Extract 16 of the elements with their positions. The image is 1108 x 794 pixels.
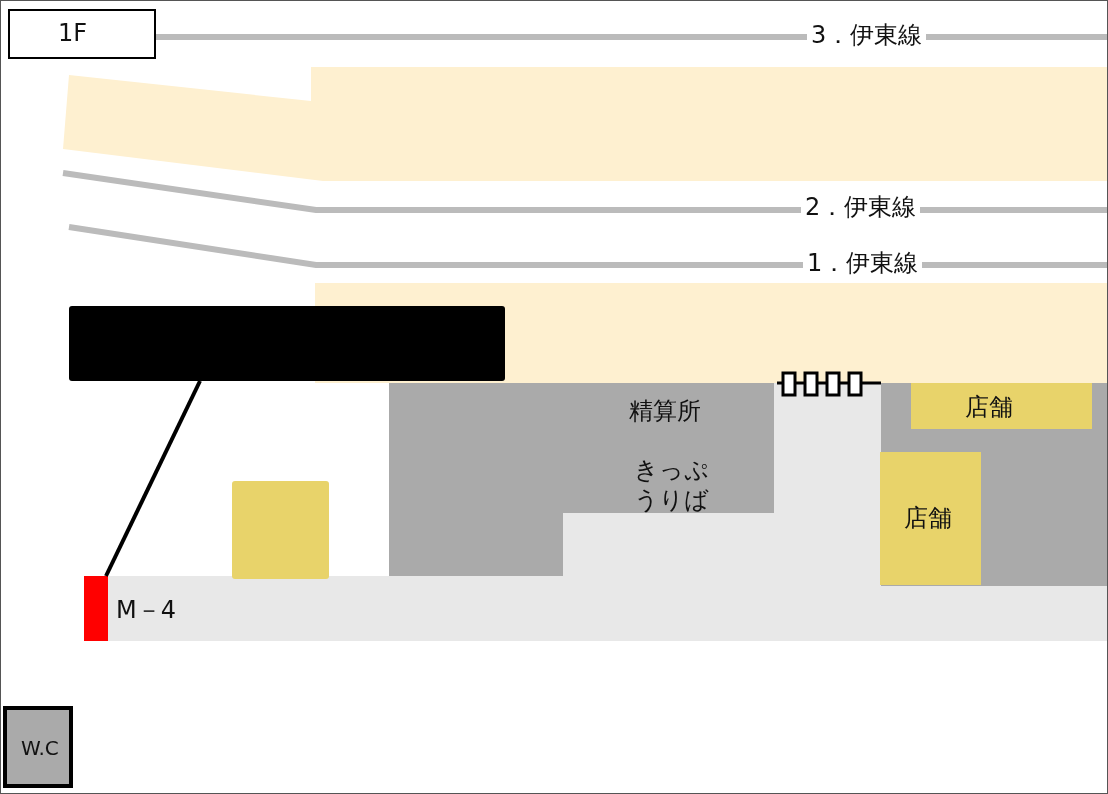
ticket-office-area — [389, 383, 774, 576]
callout-box — [69, 306, 505, 381]
shop-box — [880, 452, 981, 585]
restroom-label: W.C — [21, 736, 59, 760]
shop-box — [911, 383, 1092, 429]
exit-label: M－4 — [116, 595, 176, 626]
room-label: きっぷうりば — [634, 455, 710, 515]
floor-label-box — [8, 9, 156, 59]
shop-label: 店舗 — [904, 503, 952, 534]
leader-line — [104, 380, 202, 577]
locker-marker — [84, 576, 108, 641]
shop-label: 店舗 — [965, 392, 1013, 423]
shop-box — [232, 481, 329, 579]
room-label: 精算所 — [629, 396, 701, 427]
floor-label: 1F — [58, 19, 88, 47]
restroom-box — [3, 706, 73, 788]
